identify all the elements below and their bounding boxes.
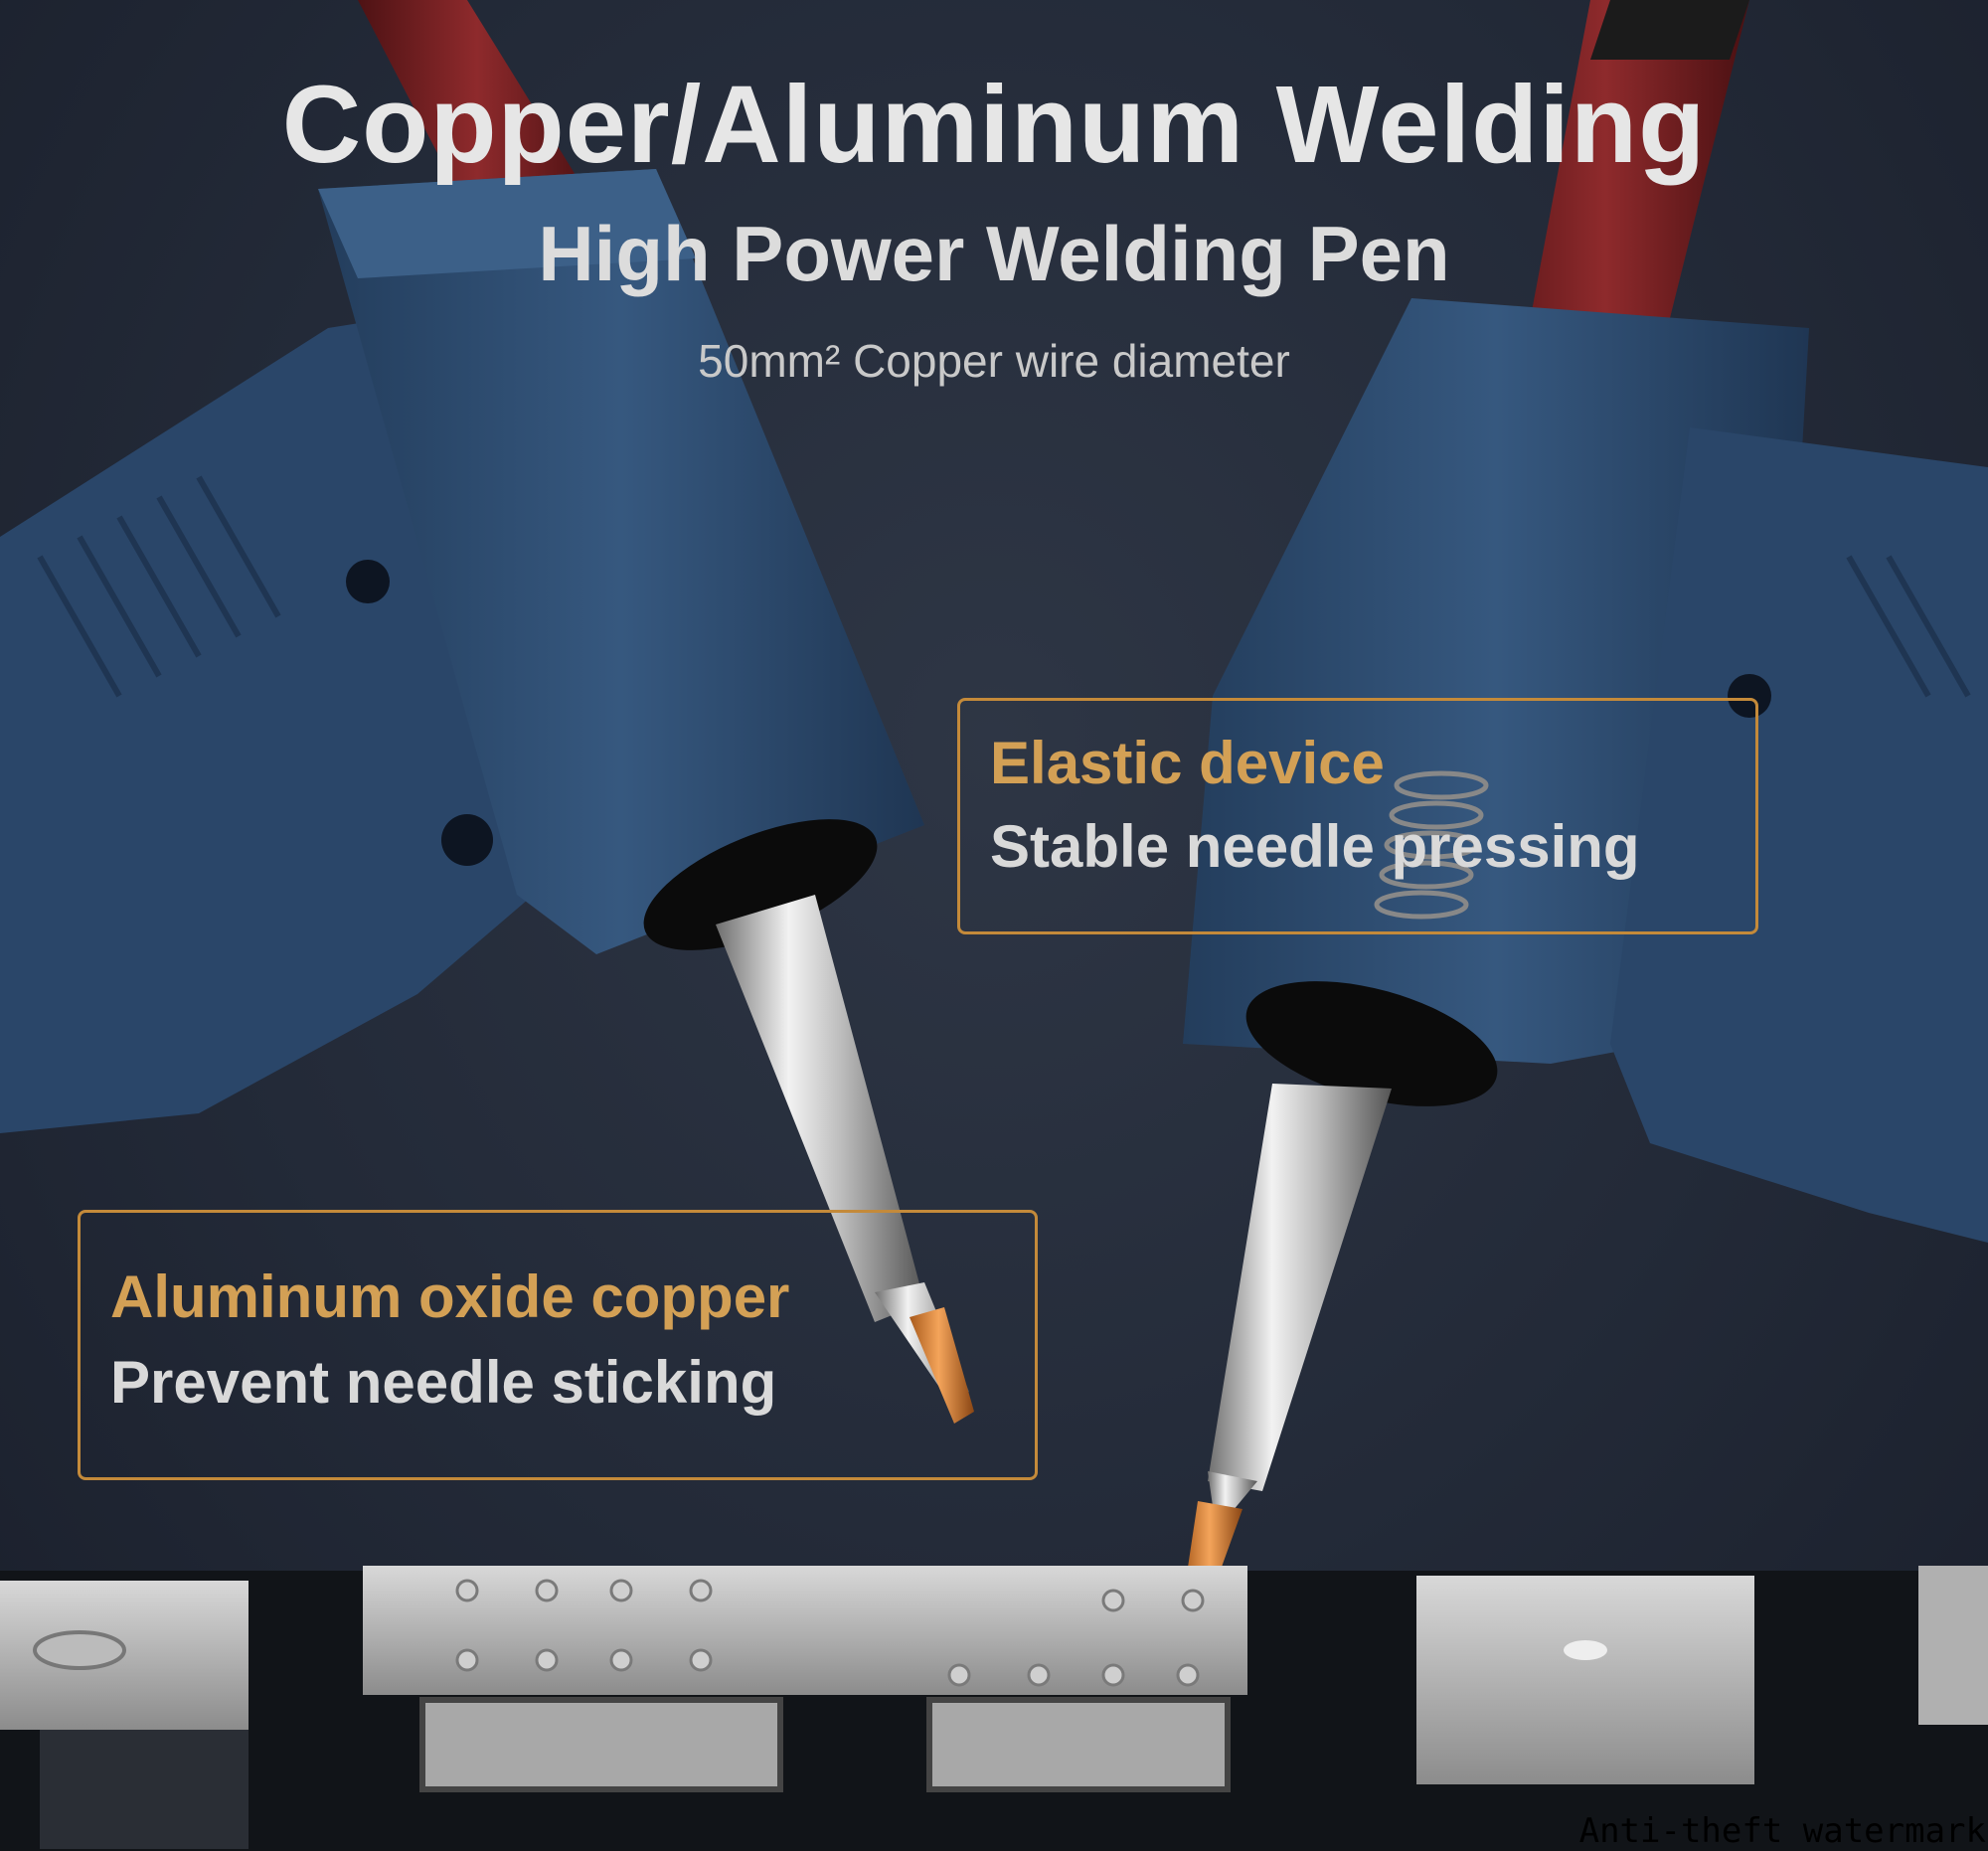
main-title: Copper/Aluminum Welding <box>281 64 1707 186</box>
callout-headline: Aluminum oxide copper <box>110 1263 790 1330</box>
right-needle <box>1183 981 1498 1605</box>
watermark-text: Anti-theft watermark <box>1578 1811 1986 1851</box>
callout-elastic-device: Elastic device Stable needle pressing <box>957 698 1758 934</box>
callout-detail: Stable needle pressing <box>990 813 1640 880</box>
left-needle <box>643 819 974 1424</box>
callout-headline: Elastic device <box>990 730 1385 796</box>
spec-text: 50mm² Copper wire diameter <box>698 335 1290 387</box>
callout-aluminum-oxide-copper: Aluminum oxide copper Prevent needle sti… <box>78 1210 1038 1480</box>
callout-detail: Prevent needle sticking <box>110 1349 777 1416</box>
right-pen-body <box>1183 298 1988 1243</box>
subtitle: High Power Welding Pen <box>538 210 1450 297</box>
battery-cells <box>0 1566 1988 1851</box>
left-pen-body <box>0 169 924 1133</box>
